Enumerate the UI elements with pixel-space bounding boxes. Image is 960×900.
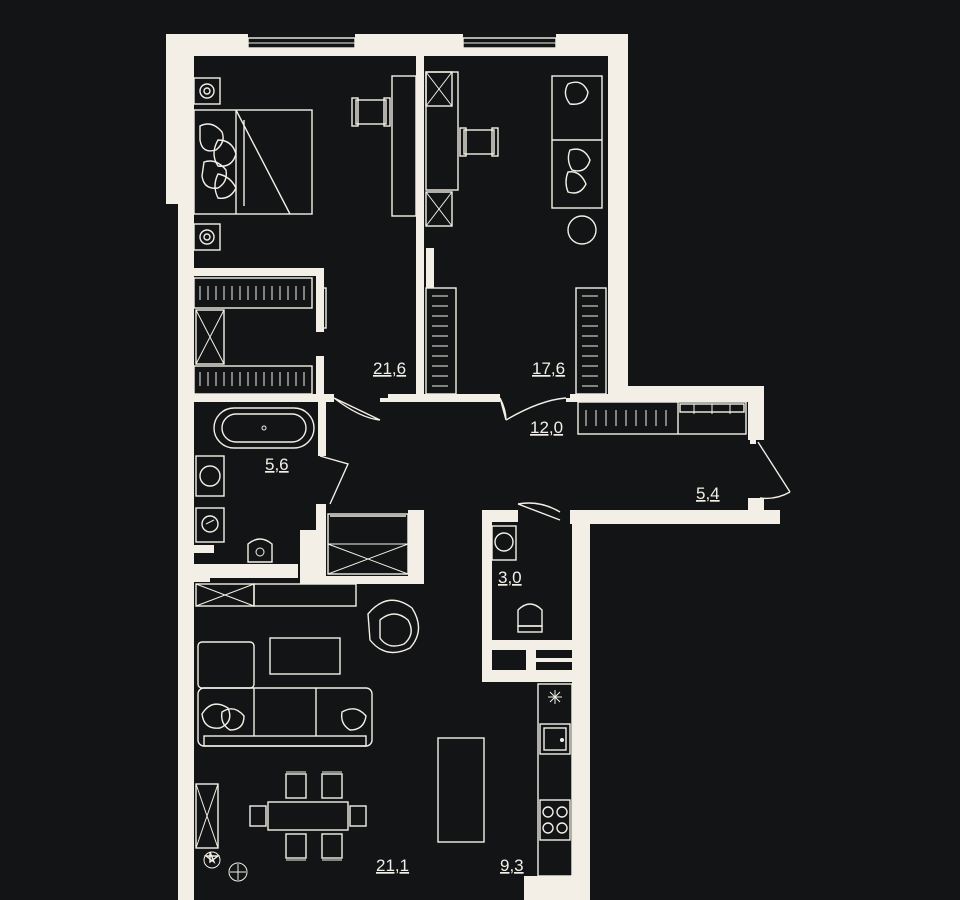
cabinet-icon	[195, 783, 219, 849]
coffee-table-icon	[269, 637, 341, 675]
armchair-icon	[459, 127, 499, 157]
dining-table-icon	[249, 771, 367, 861]
bathtub-icon	[213, 407, 315, 449]
kitchen-island-icon	[437, 737, 485, 843]
double-bed-icon	[193, 109, 313, 215]
sink-icon	[491, 525, 517, 561]
area-living-room: 21,1	[376, 856, 409, 875]
area-kitchen: 9,3	[500, 856, 524, 875]
sofa-icon	[551, 75, 603, 245]
kitchen-counter-icon	[537, 683, 573, 877]
armchair-icon	[351, 97, 391, 127]
armchair-icon	[367, 599, 420, 654]
nightstand-lamp-icon	[193, 77, 221, 251]
wall-north	[178, 34, 248, 56]
wall-east-upper	[608, 40, 628, 388]
storage-icon	[195, 583, 357, 607]
wall-east-lower	[572, 510, 590, 900]
stove-icon	[539, 799, 571, 841]
sink-icon	[195, 455, 225, 543]
window-icon	[247, 37, 623, 385]
desk-icon	[391, 75, 417, 217]
desk-icon	[425, 71, 459, 227]
area-bedroom-2: 17,6	[532, 359, 565, 378]
walls	[166, 34, 780, 900]
area-entrance: 5,4	[696, 484, 720, 503]
sink-icon	[539, 723, 571, 755]
area-bathroom: 5,6	[265, 455, 289, 474]
wardrobe-icon	[577, 401, 747, 435]
wall-west	[178, 34, 194, 900]
toilet-icon	[517, 603, 543, 633]
wardrobe-icon	[193, 277, 327, 395]
area-hallway: 12,0	[530, 418, 563, 437]
area-labels: 21,6 17,6 12,0 5,6 5,4 3,0 21,1 9,3	[265, 359, 720, 875]
washing-machine-icon	[327, 513, 409, 575]
wardrobe-icon	[425, 287, 607, 395]
plant-icon	[203, 851, 248, 882]
sofa-icon	[197, 641, 373, 747]
door-icon	[319, 397, 791, 521]
area-toilet: 3,0	[498, 568, 522, 587]
toilet-icon	[247, 538, 273, 563]
area-bedroom: 21,6	[373, 359, 406, 378]
